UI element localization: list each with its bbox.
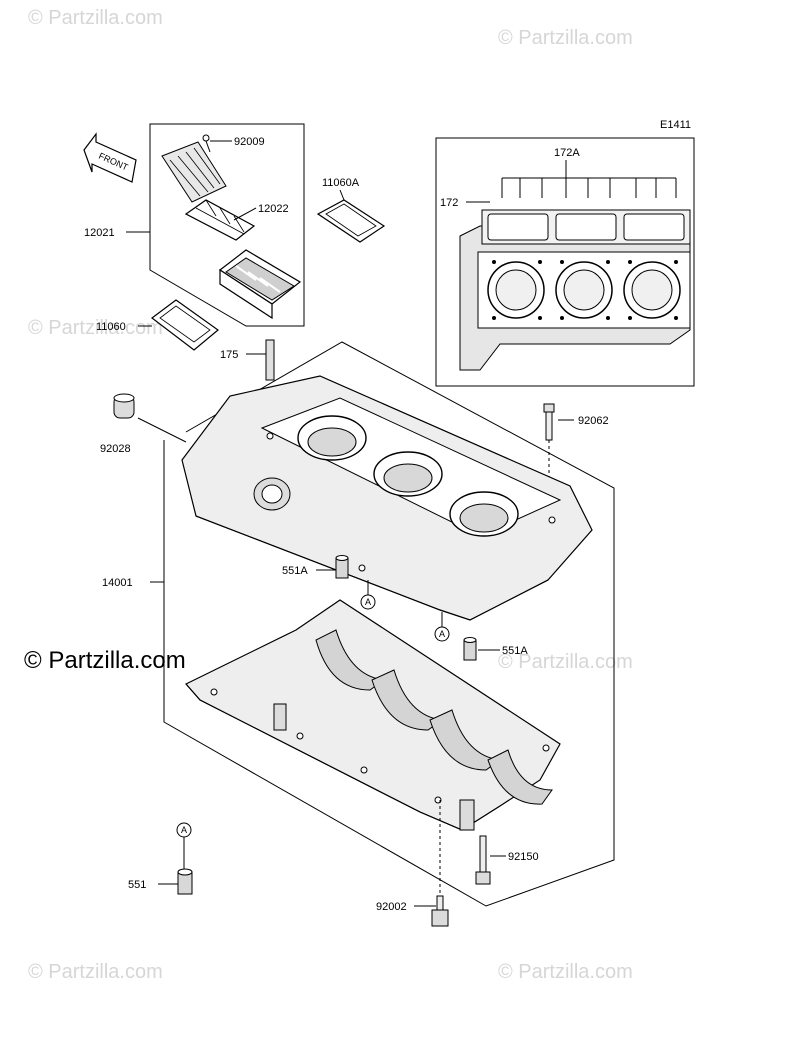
label-175: 175 [220,349,238,361]
stud-175-part [246,339,275,381]
label-172A: 172A [554,147,580,159]
screw-92009-part [202,134,211,153]
svg-text:A: A [439,629,445,639]
dowel-551A-lower-part [463,637,500,661]
label-92002: 92002 [376,901,407,913]
dowel-551A-upper-part [316,555,349,579]
reed-valve-group [126,123,305,327]
label-14001: 14001 [102,577,133,589]
front-arrow-icon: FRONT [83,132,137,183]
reed-plate-part [161,141,227,203]
watermark-bottom-left: © Partzilla.com [28,961,163,983]
plug-92028-part [113,393,187,443]
label-92150: 92150 [508,851,539,863]
bolt-92002-part [414,800,449,927]
reed-stopper-part [184,199,256,241]
watermark-lower-right: © Partzilla.com [498,651,633,673]
reference-marker-a-2: A [434,612,450,642]
crankcase-assembly-outline [150,341,615,907]
reference-marker-a-1: A [360,580,376,610]
gasket-11060-part [138,299,219,351]
watermark-top-left: © Partzilla.com [28,7,163,29]
label-92062: 92062 [578,415,609,427]
inset-cylinder-view [435,137,695,387]
lower-crankcase-part [185,599,561,831]
watermark-mid-left: © Partzilla.com [28,317,163,339]
reference-marker-a-3: A [181,825,187,835]
bolt-92150-part [475,835,506,885]
label-92028: 92028 [100,443,131,455]
watermark-bottom-right: © Partzilla.com [498,961,633,983]
label-551A-upper: 551A [282,565,308,577]
watermark-top-right: © Partzilla.com [498,27,633,49]
upper-crankcase-part [181,375,593,621]
reed-block-part [218,249,302,320]
label-551A-lower: 551A [502,645,528,657]
label-11060A: 11060A [322,177,360,189]
gasket-11060A-part [316,189,386,243]
label-551: 551 [128,879,146,891]
watermark-large: © Partzilla.com [24,647,186,674]
diagram-code: E1411 [660,119,691,131]
label-92009: 92009 [234,136,265,148]
label-12021: 12021 [84,227,115,239]
label-12022: 12022 [258,203,289,215]
label-11060: 11060 [96,321,126,333]
dowel-551-part: A [158,822,193,895]
label-172: 172 [440,197,458,209]
svg-text:A: A [365,597,371,607]
